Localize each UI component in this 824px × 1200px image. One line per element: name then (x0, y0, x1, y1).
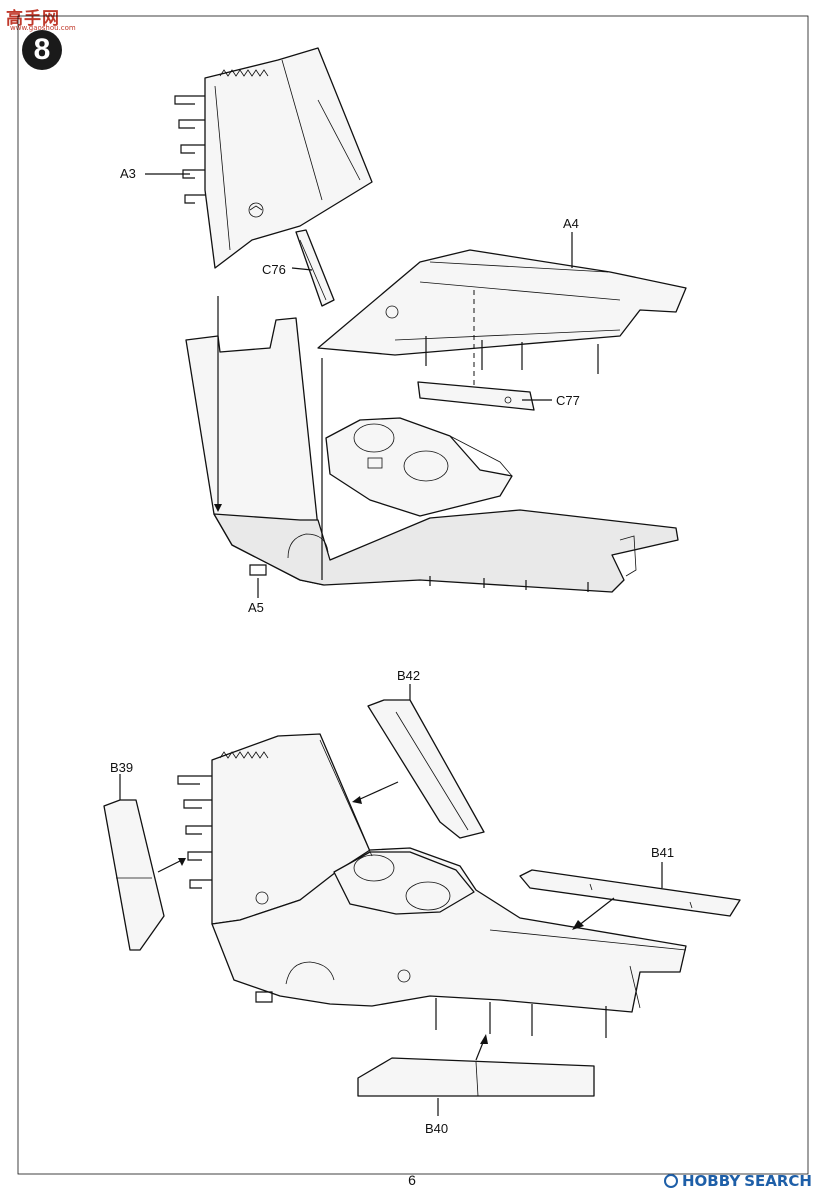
step-number-badge: 8 (22, 30, 62, 70)
watermark-site-name: 高手网 (6, 9, 60, 29)
part-b42-flap (367, 699, 485, 839)
part-label-b42: B42 (397, 668, 420, 683)
part-label-a4: A4 (563, 216, 579, 231)
part-label-a5: A5 (248, 600, 264, 615)
part-label-c76: C76 (262, 262, 286, 277)
part-b40-panel (357, 1057, 595, 1097)
assembled-wing-bottom (177, 733, 687, 1038)
part-label-b41: B41 (651, 845, 674, 860)
hobbysearch-brand-prefix: HOBBY (682, 1172, 741, 1190)
hobbysearch-watermark: HOBBY SEARCH (664, 1172, 812, 1190)
part-a3-wing-panel (174, 47, 373, 269)
hobbysearch-logo-icon (664, 1174, 678, 1188)
part-label-b40: B40 (425, 1121, 448, 1136)
part-b39-strip (103, 799, 165, 951)
part-a4-wing-panel (317, 249, 687, 374)
part-label-a3: A3 (120, 166, 136, 181)
part-label-c77: C77 (556, 393, 580, 408)
lower-wing-assembly-top (185, 317, 679, 593)
hobbysearch-brand-suffix: SEARCH (744, 1172, 812, 1190)
part-c76 (295, 229, 335, 307)
page-number: 6 (408, 1172, 416, 1188)
part-label-b39: B39 (110, 760, 133, 775)
page-frame (17, 15, 809, 1175)
part-c77 (417, 381, 535, 411)
part-b41-strip (519, 869, 741, 917)
watermark-url: www.gaoshou.com (10, 24, 76, 32)
